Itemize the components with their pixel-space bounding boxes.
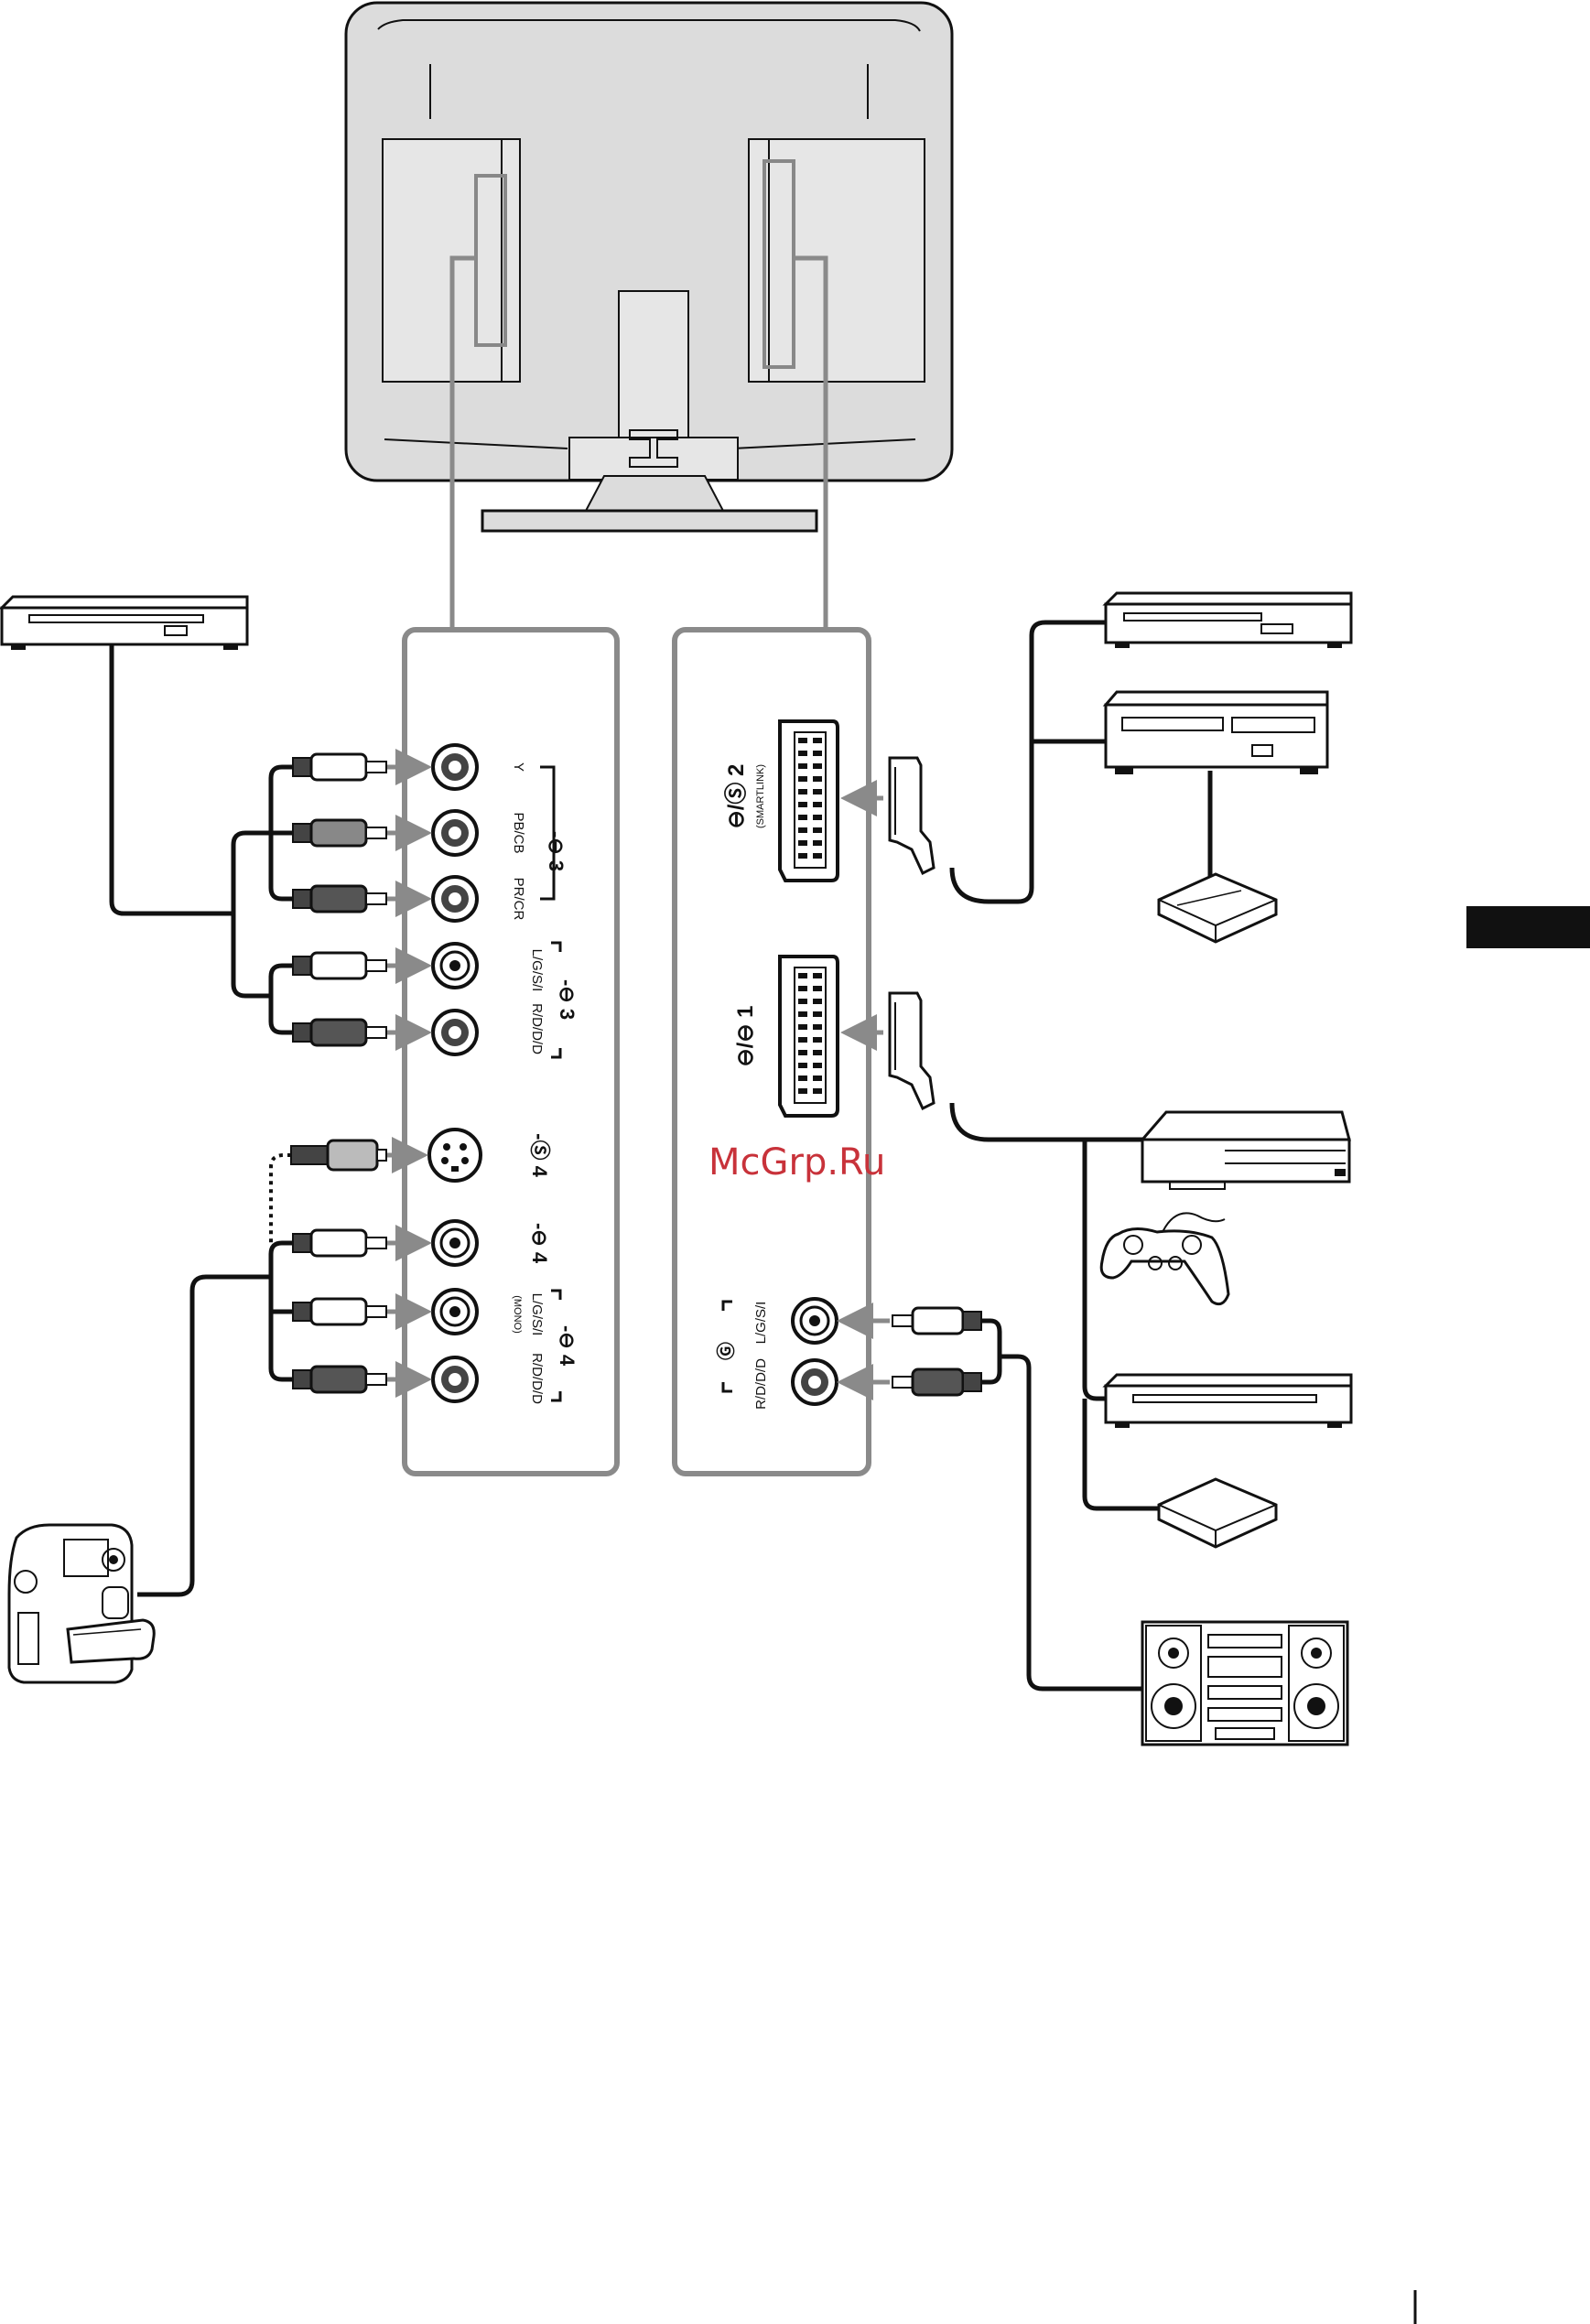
cables <box>112 622 1210 1689</box>
hifi-system-icon <box>1142 1622 1347 1745</box>
jack-svideo-4[interactable] <box>429 1130 481 1181</box>
dvd-player-icon <box>1106 1375 1351 1428</box>
scart-plug <box>890 758 934 873</box>
label-audio-right-4: R/D/D/D <box>529 1353 545 1404</box>
label-audio-mono-4: (MONO) <box>512 1295 523 1334</box>
scart-connector-1[interactable] <box>780 957 838 1116</box>
watermark: McGrp.Ru <box>708 1141 885 1184</box>
section-tab <box>1466 906 1590 948</box>
rca-plugs-right <box>892 1308 981 1395</box>
symbol-audio-3: -⊖ 3 <box>556 979 579 1020</box>
jack-audio-right-3[interactable] <box>433 1011 477 1054</box>
label-pb: PB/CB <box>511 812 526 853</box>
label-group-scart-2: ⊖/Ⓢ 2 (SMARTLINK) <box>723 764 766 829</box>
label-audio-left-4: L/G/S/I <box>529 1293 545 1336</box>
rca-plug <box>293 1230 386 1256</box>
label-group-scart-1: ⊖/⊖ 1 <box>733 1006 758 1067</box>
rca-plug <box>293 820 386 846</box>
symbol-audio-out: Ⓖ <box>716 1342 737 1360</box>
rca-plug <box>293 1299 386 1324</box>
rca-plugs-left <box>291 754 386 1392</box>
jack-audio-out-left[interactable] <box>793 1299 837 1343</box>
right-connector-panel <box>675 630 869 1474</box>
dvd-recorder-icon <box>1106 692 1327 774</box>
label-smartlink: (SMARTLINK) <box>755 764 766 828</box>
camcorder-icon <box>9 1525 154 1682</box>
jack-audio-left-3[interactable] <box>433 944 477 988</box>
label-audio-left-3: L/G/S/I <box>529 949 545 992</box>
label-y: Y <box>511 762 526 772</box>
jack-video-4[interactable] <box>433 1221 477 1265</box>
rca-plug <box>892 1369 981 1395</box>
symbol-scart-2: ⊖/Ⓢ 2 <box>723 764 749 829</box>
gamepad-icon <box>1101 1213 1228 1303</box>
label-group-svideo-4: -Ⓢ 4 <box>528 1133 551 1177</box>
rca-plug <box>293 1367 386 1392</box>
jack-pr-3[interactable] <box>433 877 477 921</box>
svideo-plug <box>291 1140 386 1170</box>
decoder-icon <box>1159 874 1276 942</box>
scart-connector-2[interactable] <box>780 721 838 881</box>
label-audio-right-3: R/D/D/D <box>529 1003 545 1054</box>
symbol-video-4: -⊖ 4 <box>528 1223 551 1264</box>
game-console-icon <box>1142 1112 1349 1189</box>
label-pr: PR/CR <box>511 878 526 921</box>
rca-plug <box>293 953 386 978</box>
label-audio-out-left: L/G/S/I <box>753 1302 769 1345</box>
vcr-icon <box>1106 593 1351 648</box>
label-audio-out-right: R/D/D/D <box>753 1358 769 1410</box>
jack-y-3[interactable] <box>433 745 477 789</box>
symbol-scart-1: ⊖/⊖ 1 <box>733 1006 758 1067</box>
dvd-player-icon <box>2 597 247 650</box>
rca-plug <box>892 1308 981 1334</box>
decoder-icon <box>1159 1479 1276 1547</box>
symbol-component-3: -⊖ 3 <box>545 831 568 871</box>
scart-plugs <box>890 758 934 1108</box>
jack-audio-right-4[interactable] <box>433 1357 477 1401</box>
jack-audio-out-right[interactable] <box>793 1360 837 1404</box>
scart-plug <box>890 993 934 1108</box>
tv-rear-view <box>346 3 952 531</box>
jack-audio-left-4[interactable] <box>433 1290 477 1334</box>
jack-pb-3[interactable] <box>433 811 477 855</box>
symbol-svideo-4: -Ⓢ 4 <box>528 1133 551 1177</box>
label-group-video-4: -⊖ 4 <box>528 1223 551 1264</box>
rca-plug <box>293 754 386 780</box>
symbol-audio-4: -⊖ 4 <box>556 1325 579 1367</box>
rca-plug <box>293 1020 386 1045</box>
rca-plug <box>293 886 386 912</box>
